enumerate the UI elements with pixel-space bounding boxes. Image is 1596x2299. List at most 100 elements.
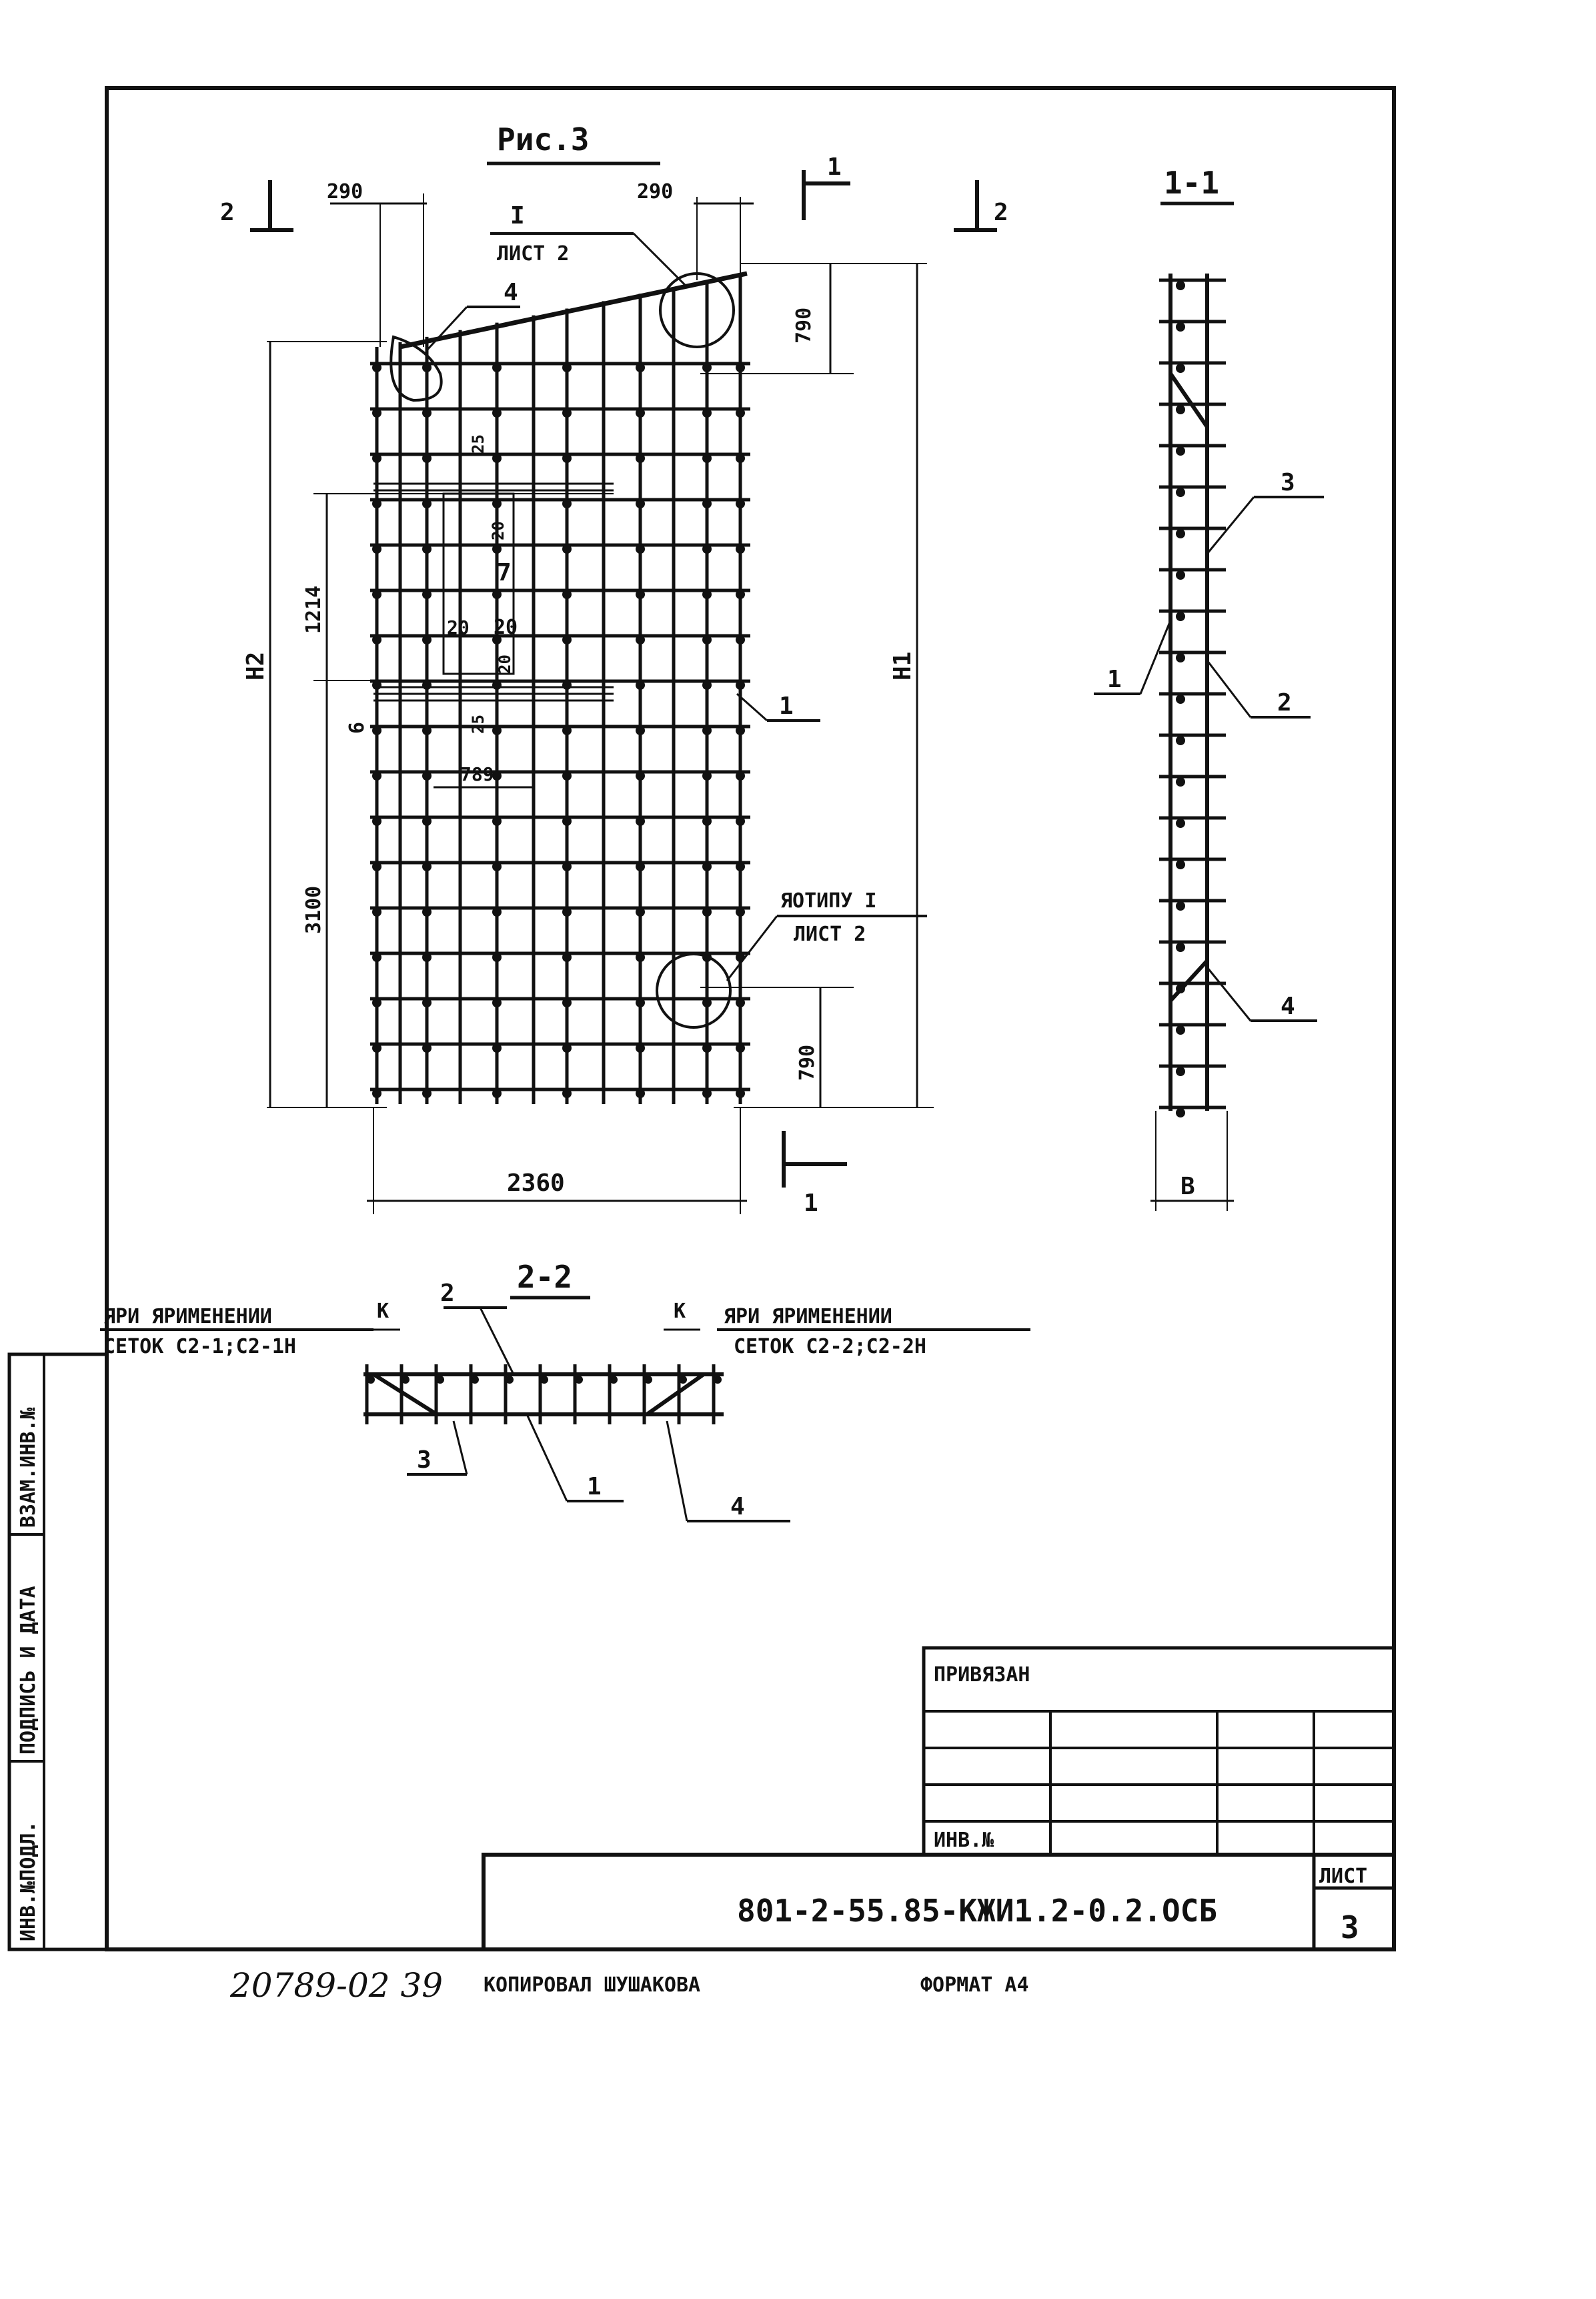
- mesh-bar-node: [372, 907, 381, 917]
- sec22-bar-node: [575, 1376, 583, 1384]
- mesh-bar-node: [492, 680, 502, 690]
- mesh-bar-node: [702, 726, 712, 735]
- mesh-bar-node: [636, 817, 645, 826]
- dim-top-left-value: 290: [327, 180, 363, 203]
- mesh-bar-node: [372, 635, 381, 644]
- mesh-bar-node: [372, 363, 381, 372]
- sec11-bar-node: [1176, 943, 1185, 952]
- mesh-bar-node: [562, 544, 572, 554]
- dim-20-right: 20: [494, 616, 518, 639]
- mesh-bar-node: [736, 817, 745, 826]
- dim-h1-value: H1: [889, 652, 916, 680]
- sec11-label-3: 3: [1281, 469, 1295, 496]
- section-1-bottom-label: 1: [804, 1190, 818, 1217]
- section-mark-1-bottom: 1: [782, 1131, 847, 1217]
- mesh-bar-node: [372, 862, 381, 871]
- mesh-bar-node: [702, 998, 712, 1007]
- dim-top-right: 290: [637, 180, 754, 280]
- sec11-bar-node: [1176, 1067, 1185, 1076]
- mesh-bar-node: [636, 907, 645, 917]
- mesh-bar-node: [702, 771, 712, 781]
- dim-2360-value: 2360: [507, 1170, 565, 1197]
- mesh-bar-node: [736, 590, 745, 599]
- mesh-bar-node: [702, 907, 712, 917]
- mesh-bar-node: [492, 907, 502, 917]
- mesh-bar-node: [492, 817, 502, 826]
- callout-I: I ЛИСТ 2: [490, 202, 688, 288]
- mesh-bar-node: [562, 907, 572, 917]
- sec11-bar-node: [1176, 322, 1185, 332]
- mesh-bar-node: [492, 998, 502, 1007]
- sec22-bar-node: [436, 1376, 444, 1384]
- format-label: ФОРМАТ А4: [920, 1973, 1029, 1997]
- mesh-bar-node: [636, 1089, 645, 1098]
- mesh-bar-node: [372, 953, 381, 962]
- mesh-bar-node: [636, 408, 645, 418]
- mesh-bar-node: [736, 771, 745, 781]
- mesh-bar-node: [636, 771, 645, 781]
- sec22-bar-node: [679, 1376, 687, 1384]
- dim-3100-value: 3100: [302, 886, 325, 934]
- mesh-bar-node: [422, 1089, 432, 1098]
- dim-789: 789: [460, 763, 494, 785]
- section-1-top-label: 1: [827, 153, 842, 181]
- mesh-bar-node: [422, 499, 432, 508]
- mesh-bar-node: [562, 408, 572, 418]
- pos-4-label: 4: [504, 279, 518, 306]
- sec22-bar-node: [714, 1376, 722, 1384]
- mesh-bar-node: [422, 544, 432, 554]
- mesh-bar-node: [636, 363, 645, 372]
- mesh-bar-node: [736, 1043, 745, 1053]
- mesh-bar-node: [636, 590, 645, 599]
- sec11-bar-node: [1176, 860, 1185, 869]
- dim-right-upper: 790: [700, 263, 927, 374]
- dim-20-top: 20: [489, 521, 508, 540]
- position-4-leader: 4: [426, 279, 520, 352]
- sec11-label-1: 1: [1107, 666, 1122, 693]
- section-2-2-title: 2-2: [517, 1259, 572, 1295]
- dim-25-top: 25: [469, 434, 488, 454]
- mesh-bar-node: [562, 817, 572, 826]
- mesh-bar-node: [422, 771, 432, 781]
- mesh-bar-node: [702, 408, 712, 418]
- mesh-bar-node: [422, 635, 432, 644]
- outer-frame: [105, 86, 1396, 1951]
- sec22-bar-node: [506, 1376, 514, 1384]
- sec22-note-right-1: ЯРИ ЯРИМЕНЕНИИ: [724, 1305, 892, 1328]
- mesh-bar-node: [372, 771, 381, 781]
- mesh-bar-node: [372, 590, 381, 599]
- mesh-bar-node: [736, 862, 745, 871]
- sec11-bar-node: [1176, 446, 1185, 456]
- sec22-bar-node: [367, 1376, 375, 1384]
- side-stamp-col1: ИНВ.№ПОДЛ.: [17, 1821, 40, 1941]
- mesh-bar-node: [562, 1089, 572, 1098]
- mesh-bar-node: [636, 998, 645, 1007]
- mesh-bar-node: [562, 590, 572, 599]
- detail-circle-otipu: [656, 953, 732, 1029]
- sec11-bar-node: [1176, 653, 1185, 662]
- mesh-bar-node: [736, 499, 745, 508]
- section-2-right-label: 2: [994, 199, 1008, 226]
- mesh-bar-node: [562, 1043, 572, 1053]
- mesh-bar-node: [562, 953, 572, 962]
- handwritten-number: 20789-02 39: [229, 1966, 443, 2005]
- dim-right-upper-value: 790: [792, 308, 816, 344]
- mesh-bar-node: [492, 454, 502, 463]
- callout-otipu: ЯОТИПУ I ЛИСТ 2: [726, 889, 927, 981]
- sec22-bar-node: [644, 1376, 652, 1384]
- mesh-bar-node: [372, 998, 381, 1007]
- mesh-bar-node: [702, 1089, 712, 1098]
- mesh-bar-node: [562, 499, 572, 508]
- section-mark-2-left: 2: [220, 180, 293, 232]
- mesh-bar-node: [422, 726, 432, 735]
- dim-right-lower-value: 790: [796, 1045, 819, 1081]
- mesh-bar-node: [636, 1043, 645, 1053]
- sec11-bar-node: [1176, 612, 1185, 621]
- side-stamp-col2: ПОДПИСЬ И ДАТА: [17, 1586, 40, 1755]
- mesh-bar-node: [492, 1089, 502, 1098]
- sec22-bar-node: [402, 1376, 410, 1384]
- figure-title: Рис.3: [497, 121, 589, 157]
- mesh-bar-node: [422, 862, 432, 871]
- mesh-bar-node: [736, 998, 745, 1007]
